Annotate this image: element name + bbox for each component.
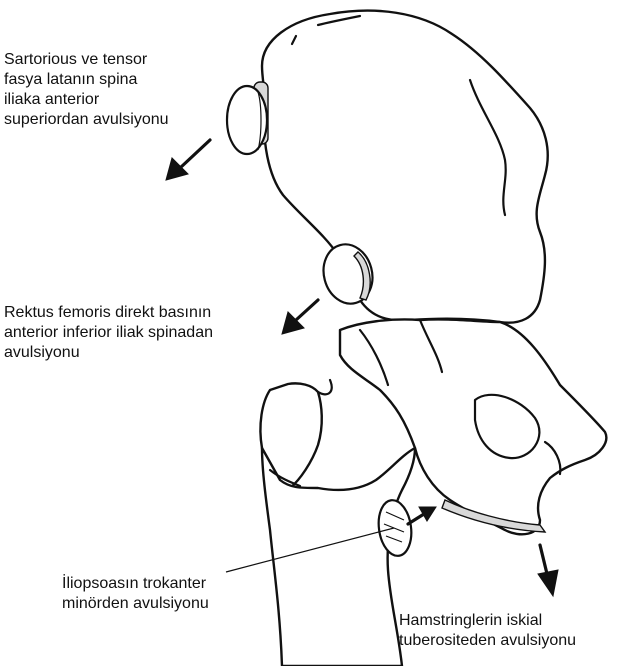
label-line: İliopsoasın trokanter (62, 574, 209, 594)
label-line: superiordan avulsiyonu (4, 110, 169, 130)
label-line: anterior inferior iliak spinadan (4, 323, 213, 343)
label-sartorius-avulsion: Sartorious ve tensor fasya latanın spina… (4, 50, 169, 130)
label-rektus-avulsion: Rektus femoris direkt basının anterior i… (4, 303, 213, 363)
label-line: Sartorious ve tensor (4, 50, 169, 70)
arrowhead-hamstring (538, 570, 558, 596)
label-line: Hamstringlerin iskial (399, 611, 576, 631)
label-line: minörden avulsiyonu (62, 594, 209, 614)
label-line: tuberositeden avulsiyonu (399, 631, 576, 651)
arrow-rektus (296, 300, 318, 320)
femoral-neck-curve (318, 380, 332, 394)
label-line: iliaka anterior (4, 90, 169, 110)
label-line: fasya latanın spina (4, 70, 169, 90)
label-iliopsoas-avulsion: İliopsoasın trokanter minörden avulsiyon… (62, 574, 209, 614)
label-hamstring-avulsion: Hamstringlerin iskial tuberositeden avul… (399, 611, 576, 651)
arrowhead-sartorius (166, 158, 188, 180)
label-line: Rektus femoris direkt basının (4, 303, 213, 323)
arrow-sartorius (180, 140, 210, 168)
label-line: avulsiyonu (4, 343, 213, 363)
